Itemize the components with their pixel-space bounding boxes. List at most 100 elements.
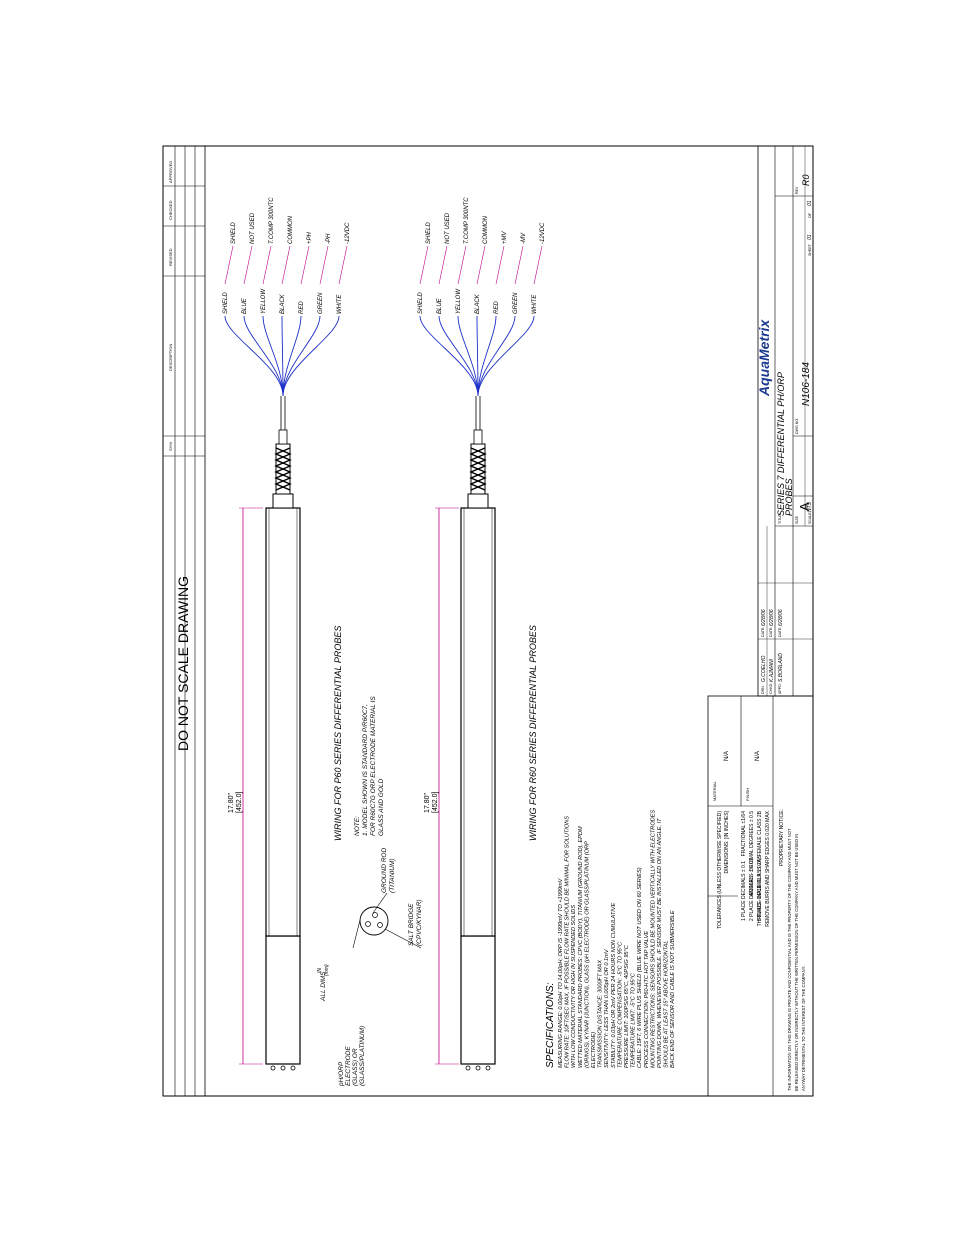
threads: THREADS - MALE CLASS 2A, FEMALE CLASS 2B <box>757 810 763 926</box>
bottom-wire-leader-1 <box>438 245 448 285</box>
size-label: SIZE <box>795 515 799 524</box>
bottom-wire-3 <box>476 315 479 397</box>
spec-line: MEASURING RANGE: 0.00pH TO 14.00pH; ORP … <box>558 877 564 1068</box>
fractional: FRACTIONAL ±1/64 <box>741 811 747 857</box>
bottom-wire-leader-3 <box>476 245 486 285</box>
drn-label: DRN: <box>761 685 765 694</box>
top-wire-color-4: RED <box>299 301 305 314</box>
bottom-wire-color-3: BLACK <box>475 293 481 314</box>
ground-rod-material: (TITANIUM) <box>389 858 396 893</box>
probe-bottom-electrode-end <box>460 935 496 1065</box>
top-wire-signal-2: T.COMP 300NTC <box>269 197 275 244</box>
top-wire-5 <box>282 315 321 397</box>
spec-line: TEMPERATURE LIMIT: -5°C TO 95°C <box>631 972 637 1068</box>
spec-line: SENSITIVITY: LESS THAN 0.005pH OR 0.1mV <box>604 948 610 1068</box>
bottom-wire-color-2: YELLOW <box>456 288 462 314</box>
do-not-scale-warning: DO NOT SCALE DRAWING <box>175 576 191 751</box>
dwg-value: N106-184 <box>801 362 812 406</box>
drn-value: G.COELHO <box>761 655 767 682</box>
proprietary-line-2: BE RELEASED DIRECTLY OR INDIRECTLY WITHO… <box>794 834 799 1091</box>
spec-heading: SPECIFICATIONS: <box>545 982 556 1068</box>
spec-line: FLOW RATE: 10FT/SEC MAX, IF POSSIBLE FLO… <box>565 816 571 1068</box>
bottom-wire-color-1: BLUE <box>437 297 443 314</box>
sheet-value: 01 <box>807 234 813 240</box>
top-wire-2 <box>262 315 284 397</box>
electrode-label-4: (GLASS/PLATINUM) <box>359 1026 366 1086</box>
probe-bottom-length-mm: [452.0] <box>432 792 439 813</box>
rev-col-sym: SYM <box>168 442 173 451</box>
rev-col-description: DESCRIPTION <box>168 344 173 371</box>
top-wire-signal-1: NOT USED <box>250 212 256 244</box>
top-wire-color-0: SHIELD <box>223 292 229 314</box>
top-wire-signal-6: -12VDC <box>345 222 351 244</box>
bottom-wire-1 <box>438 315 479 397</box>
bottom-wire-color-6: WHITE <box>532 294 538 314</box>
spec-line: WITH LOW CONDUCTIVITY OR HIGH IN SUSPEND… <box>571 905 577 1068</box>
spec-line: (ORINGS), KYNAR (JUNCTION), GLASS (pH EL… <box>584 841 590 1068</box>
probe-bottom-body <box>460 507 496 937</box>
burrs: REMOVE BURRS AND SHARP EDGES 0.020 MAX <box>765 810 771 926</box>
top-wire-color-2: YELLOW <box>261 288 267 314</box>
spec-line: SHOULD BE AT LEAST 15° ABOVE HORIZONTAL <box>664 940 670 1068</box>
rev-value: R0 <box>801 174 811 186</box>
probe-top-length-in: 17.80" <box>228 792 235 813</box>
tolerance-1: 1 PLACE DECIMALS ± 0.1 <box>741 861 747 921</box>
tolerance-3: 3 PLACE DECIMALS ± 0.005 <box>757 855 763 921</box>
top-wire-leader-5 <box>319 245 329 285</box>
note-line-1: NOTE: <box>354 816 361 836</box>
appd-label: APPD: <box>778 683 782 694</box>
appd-date: 6/28/06 <box>778 609 784 626</box>
revision-table: SYM DESCRIPTION REVISED CHECKED APPROVED <box>162 145 206 1097</box>
finish-value: N/A <box>755 751 761 761</box>
aquametrix-logo: AquaMetrix <box>756 319 772 397</box>
title-line-1: SERIES 7 DIFFERENTIAL PH/ORP <box>776 372 786 516</box>
spec-line: BACK END OF SENSOR AND CABLE IS NOT SUBM… <box>670 910 676 1068</box>
spec-line: ELECTRODE) <box>591 1032 597 1068</box>
probe-top-callouts: GROUND ROD (TITANIUM) SALT BRIDGE (CPVC/… <box>317 848 423 1087</box>
spec-line: POINTING DOWN, WHENEVER POSSIBLE. IF SEN… <box>657 818 663 1068</box>
bottom-wire-0 <box>419 315 479 397</box>
bottom-wire-color-0: SHIELD <box>418 292 424 314</box>
bottom-wire-color-5: GREEN <box>513 292 519 314</box>
rev-col-approved: APPROVED <box>168 161 173 183</box>
electrode-label-1: pH/ORP <box>338 1061 345 1087</box>
spec-line: STABILITY: 0.03pH OR 2mV PER 24 HOURS NO… <box>611 902 617 1068</box>
top-wire-6 <box>282 315 340 397</box>
electrode-label-3: (GLASS) OR <box>352 1048 359 1086</box>
proprietary-heading: PROPRIETARY NOTICE: <box>779 809 785 866</box>
top-wire-signal-4: +PH <box>307 231 313 244</box>
top-wire-color-3: BLACK <box>280 293 286 314</box>
proprietary-line-3: ANYWAY DETRIMENTAL TO THE INTEREST OF TH… <box>801 966 806 1091</box>
bottom-wire-leader-5 <box>514 245 524 285</box>
title-label: TITLE: <box>778 513 782 524</box>
top-wire-signal-0: SHIELD <box>231 222 237 244</box>
drn-date: 6/28/06 <box>761 609 767 626</box>
drn-date-label: DATE: <box>761 627 765 637</box>
top-wire-signal-3: COMMON <box>288 215 294 244</box>
salt-bridge-material: (CPVC/KYNAR) <box>416 899 423 946</box>
salt-bridge-label: SALT BRIDGE <box>408 903 415 946</box>
bottom-wire-leader-0 <box>419 245 429 285</box>
probe-top-title: WIRING FOR P60 SERIES DIFFERENTIAL PROBE… <box>333 626 343 841</box>
probe-bottom-title: WIRING FOR R60 SERIES DIFFERENTIAL PROBE… <box>528 625 538 841</box>
chkd-date: 6/28/06 <box>769 609 775 626</box>
top-wire-leader-4 <box>300 245 310 285</box>
tolerance-2: 2 PLACE DECIMALS ± 0.01 <box>749 858 755 921</box>
bottom-wire-signal-1: NOT USED <box>445 212 451 244</box>
proprietary-line-1: THE INFORMATION ON THIS DRAWING IS PRIVA… <box>787 828 792 1091</box>
top-wire-leader-0 <box>224 245 234 285</box>
spec-line: PRESSURE LIMIT: 100PSIG 65°C, 40PSIG 95°… <box>624 944 630 1068</box>
material-value: N/A <box>724 751 730 761</box>
bottom-wire-signal-6: -12VDC <box>540 222 546 244</box>
finish-label: FINISH <box>745 788 750 801</box>
specifications: SPECIFICATIONS: MEASURING RANGE: 0.00pH … <box>545 810 676 1068</box>
top-wire-1 <box>243 315 284 397</box>
appd-date-label: DATE: <box>778 627 782 637</box>
all-dims-label: ALL DIMS <box>320 971 327 1002</box>
dimensions-line: DIMENSIONS: [IN INCHES] <box>724 810 730 873</box>
dims-unit-mm: (mm) <box>324 964 330 976</box>
